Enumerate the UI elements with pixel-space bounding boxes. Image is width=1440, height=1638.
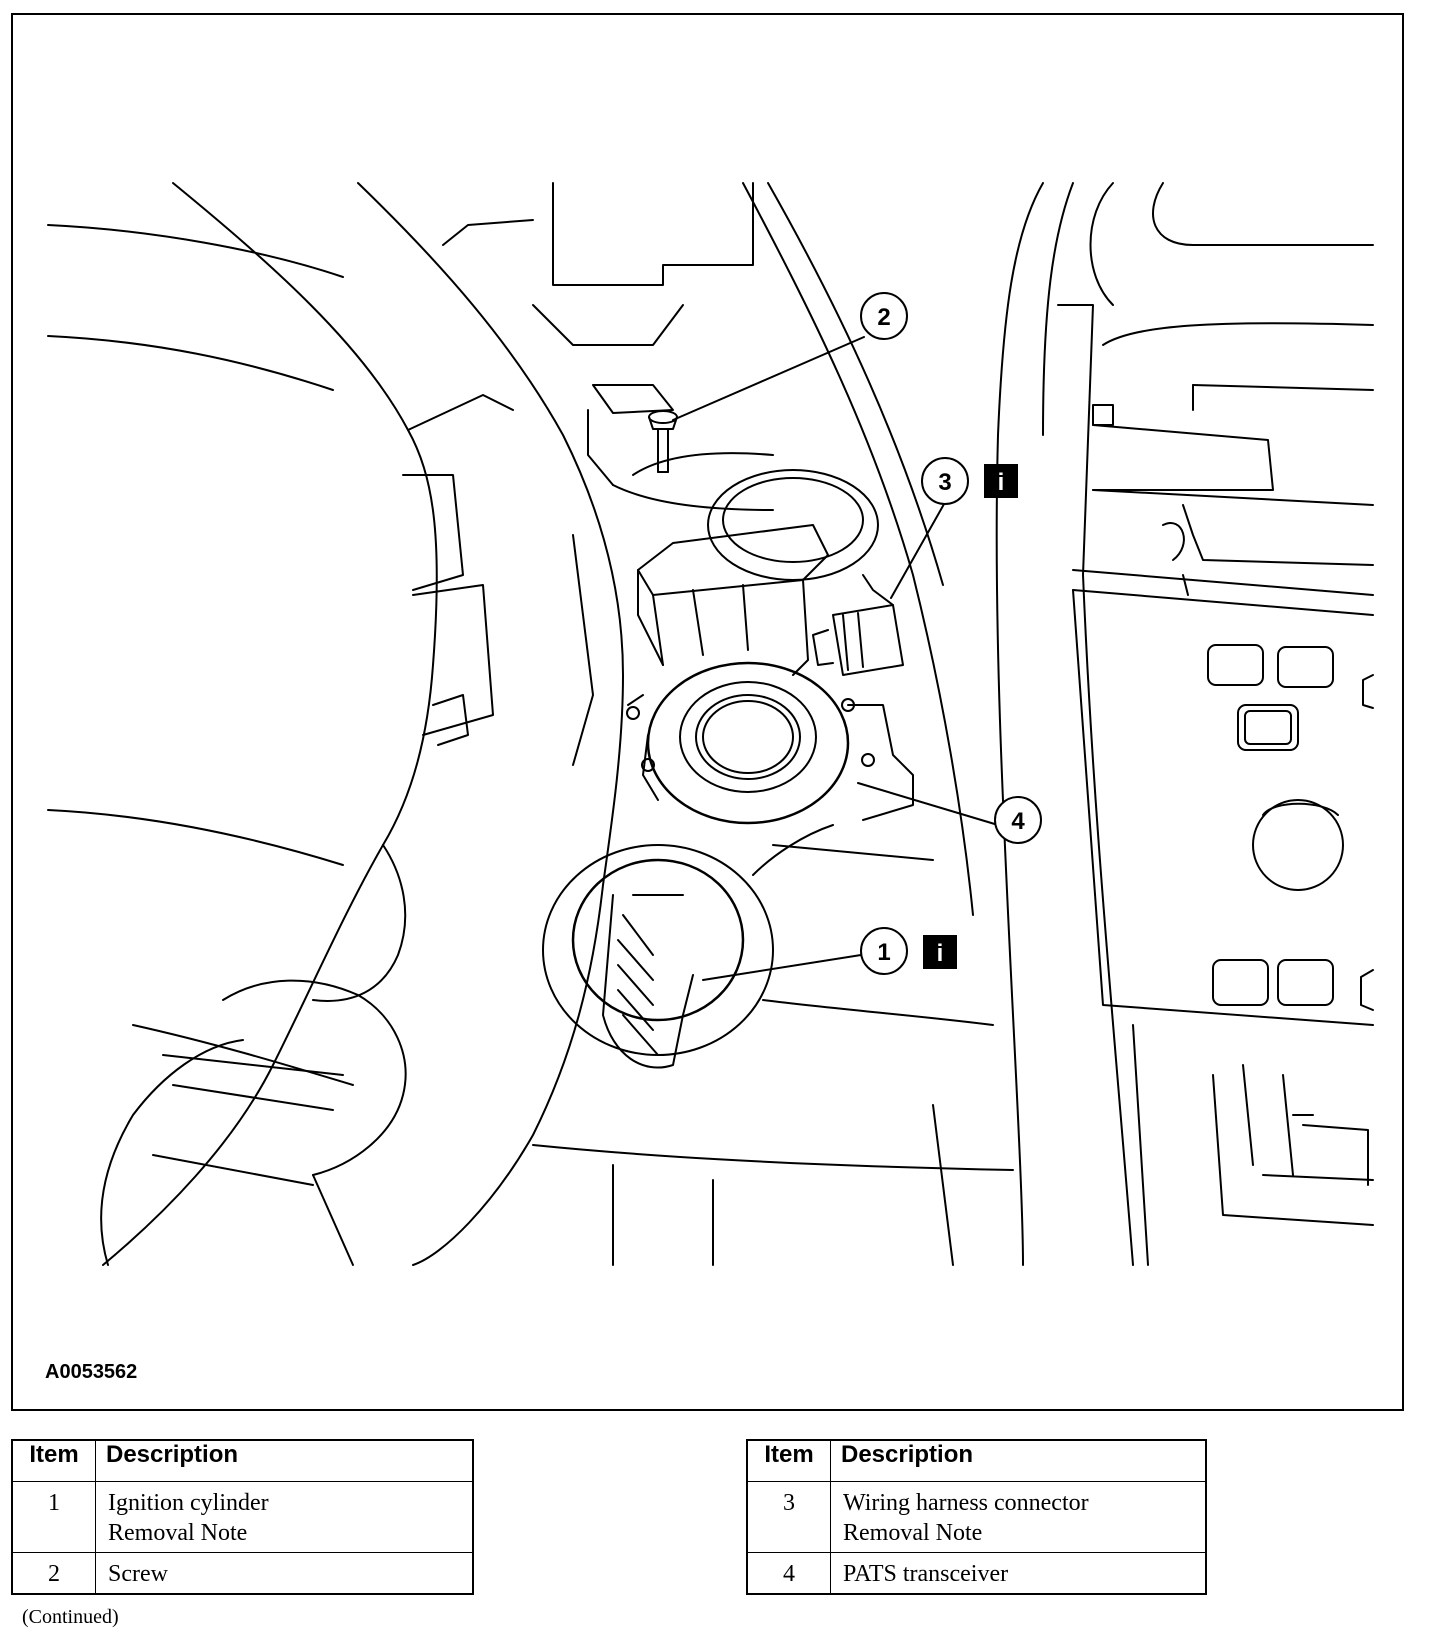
callout-2: 2 bbox=[860, 292, 908, 340]
figure-id: A0053562 bbox=[45, 1361, 138, 1383]
header-item: Item bbox=[11, 1439, 96, 1482]
screw-part bbox=[648, 410, 678, 473]
legend-table-left: Item Description 1 Ignition cylinder Rem… bbox=[11, 1439, 474, 1595]
callout-3-number: 3 bbox=[938, 469, 951, 496]
table-row: 4 PATS transceiver bbox=[746, 1552, 1207, 1595]
steering-wheel bbox=[100, 182, 624, 1266]
callout-1: 1 i bbox=[860, 927, 957, 975]
removal-note-link: Removal Note bbox=[843, 1520, 983, 1546]
item-number: 1 bbox=[11, 1481, 96, 1553]
legend-table-right: Item Description 3 Wiring harness connec… bbox=[746, 1439, 1207, 1595]
description-line: Screw bbox=[108, 1561, 168, 1587]
info-icon-glyph: i bbox=[937, 940, 944, 967]
item-number: 3 bbox=[746, 1481, 831, 1553]
removal-note-link: Removal Note bbox=[108, 1520, 248, 1546]
item-description: Screw bbox=[95, 1552, 474, 1595]
header-description: Description bbox=[830, 1439, 1207, 1482]
column-shroud bbox=[442, 182, 1014, 1266]
dashboard-left-lines bbox=[47, 224, 354, 1086]
item-description: Ignition cylinder Removal Note bbox=[95, 1481, 474, 1553]
legend-header-row: Item Description bbox=[11, 1439, 474, 1482]
info-icon-glyph: i bbox=[998, 469, 1005, 496]
item-number: 4 bbox=[746, 1552, 831, 1595]
center-stack bbox=[995, 182, 1374, 1266]
continued-note: (Continued) bbox=[22, 1606, 119, 1628]
leader-lines bbox=[672, 336, 999, 981]
item-description: Wiring harness connector Removal Note bbox=[830, 1481, 1207, 1553]
info-icon bbox=[923, 935, 957, 969]
item-number: 2 bbox=[11, 1552, 96, 1595]
callout-4-number: 4 bbox=[1011, 808, 1025, 835]
callout-1-number: 1 bbox=[877, 939, 890, 966]
legend-header-row: Item Description bbox=[746, 1439, 1207, 1482]
description-line: PATS transceiver bbox=[843, 1561, 1009, 1587]
pats-transceiver-part bbox=[626, 469, 914, 825]
table-row: 3 Wiring harness connector Removal Note bbox=[746, 1481, 1207, 1553]
callout-3: 3 i bbox=[921, 457, 1018, 505]
table-row: 2 Screw bbox=[11, 1552, 474, 1595]
callout-2-number: 2 bbox=[877, 304, 890, 331]
header-item: Item bbox=[746, 1439, 831, 1482]
header-description: Description bbox=[95, 1439, 474, 1482]
callout-4: 4 bbox=[994, 796, 1042, 844]
table-row: 1 Ignition cylinder Removal Note bbox=[11, 1481, 474, 1553]
figure-frame: 2 3 i 4 1 i A0053562 bbox=[11, 13, 1404, 1411]
exploded-view-illustration: 2 3 i 4 1 i bbox=[47, 182, 1374, 1266]
wiring-connector-part bbox=[812, 574, 904, 676]
info-icon bbox=[984, 464, 1018, 498]
item-description: PATS transceiver bbox=[830, 1552, 1207, 1595]
ignition-cylinder-part bbox=[542, 844, 774, 1069]
description-line: Ignition cylinder bbox=[108, 1490, 269, 1516]
description-line: Wiring harness connector bbox=[843, 1490, 1089, 1516]
